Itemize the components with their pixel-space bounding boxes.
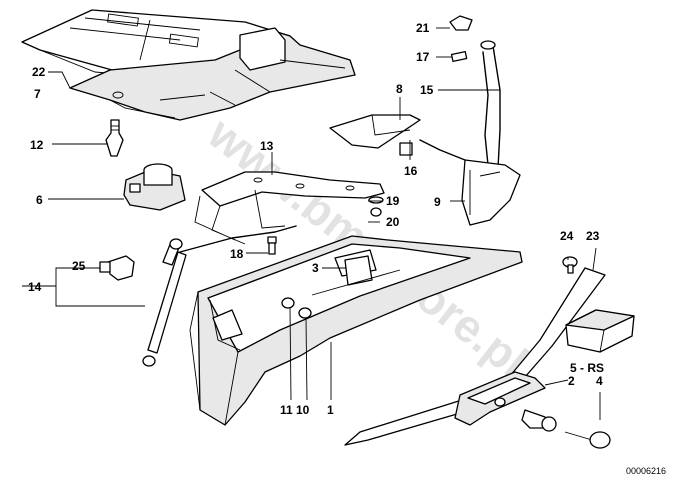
callout-1: 1: [327, 403, 334, 417]
part-23-trim-strip[interactable]: [344, 267, 606, 446]
part-19-nut[interactable]: [368, 196, 384, 204]
callout-23: 23: [586, 229, 600, 243]
part-15-strap[interactable]: [419, 40, 501, 169]
callout-21: 21: [416, 21, 430, 35]
part-21-clip[interactable]: [449, 15, 473, 31]
callout-24: 24: [560, 229, 574, 243]
part-13-bracket[interactable]: [194, 171, 385, 245]
leader-lines: [22, 27, 601, 420]
callout-25: 25: [72, 259, 86, 273]
callout-8: 8: [396, 82, 403, 96]
callout-12: 12: [30, 138, 44, 152]
callout-labels: 22 7 12 6 25 14 13 18 3 8 16 15 21 17 9 …: [28, 21, 604, 417]
part-8-bracket[interactable]: [329, 114, 421, 149]
part-9-side-panel[interactable]: [461, 159, 521, 226]
callout-19: 19: [386, 194, 400, 208]
part-3-latch[interactable]: [311, 255, 401, 296]
callout-5-rs: 5 - RS: [570, 361, 604, 375]
callout-2: 2: [568, 374, 575, 388]
callout-4: 4: [596, 374, 603, 388]
callout-10: 10: [296, 403, 310, 417]
callout-18: 18: [230, 247, 244, 261]
callout-22: 22: [32, 65, 46, 79]
callout-16: 16: [404, 164, 418, 178]
part-6-light[interactable]: [123, 163, 186, 211]
callout-3: 3: [312, 261, 319, 275]
part-24-screw[interactable]: [562, 256, 578, 274]
part-5-rs-box[interactable]: [565, 309, 635, 353]
part-10-washer[interactable]: [298, 307, 312, 319]
diagram-reference-number: 00006216: [626, 466, 666, 476]
part-16-clip[interactable]: [399, 142, 413, 156]
callout-14: 14: [28, 280, 42, 294]
part-20-screw[interactable]: [370, 207, 382, 217]
callout-7: 7: [34, 87, 41, 101]
part-25-clip[interactable]: [99, 255, 135, 281]
part-17-bolt[interactable]: [450, 50, 468, 63]
part-11-screw[interactable]: [281, 297, 295, 309]
callout-15: 15: [420, 83, 434, 97]
callout-9: 9: [434, 195, 441, 209]
callout-20: 20: [386, 215, 400, 229]
part-4-lock-key[interactable]: [521, 409, 611, 449]
part-14-strut[interactable]: [142, 225, 297, 367]
callout-17: 17: [416, 50, 430, 64]
callout-13: 13: [260, 139, 274, 153]
callout-6: 6: [36, 193, 43, 207]
part-18-bolt[interactable]: [267, 236, 277, 255]
part-2-handle[interactable]: [454, 371, 546, 426]
part-12-clip[interactable]: [105, 119, 124, 157]
part-7-lower-panel[interactable]: [69, 27, 356, 121]
callout-11: 11: [280, 403, 293, 417]
